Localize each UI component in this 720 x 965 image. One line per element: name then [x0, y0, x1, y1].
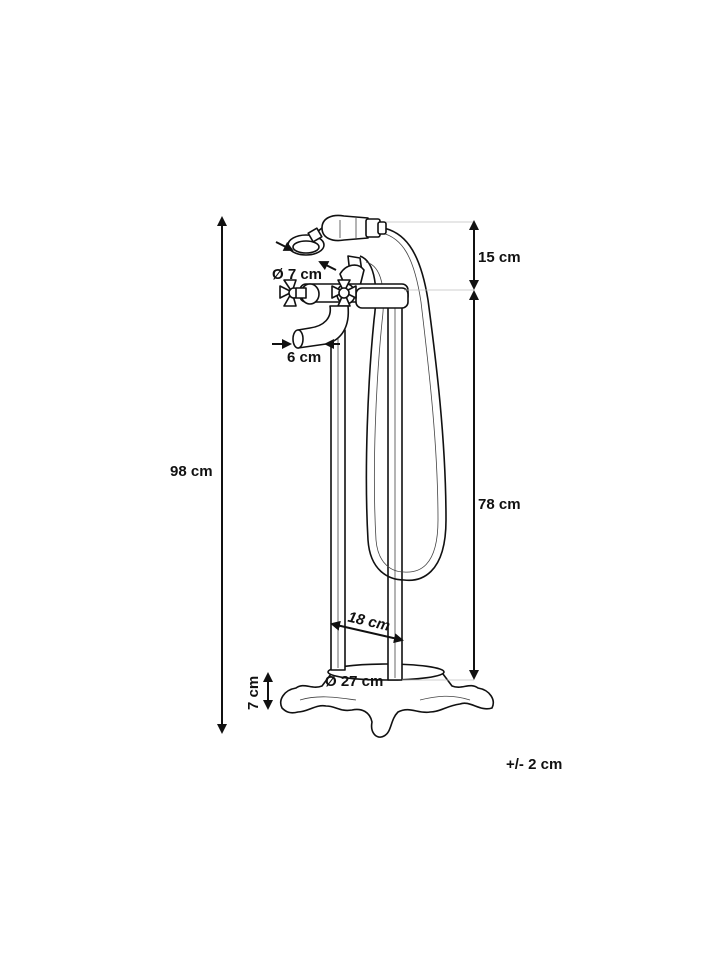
- label-base-height: 7 cm: [245, 676, 262, 710]
- label-total-height: 98 cm: [170, 463, 213, 480]
- label-shower-head-diameter: Ø 7 cm: [272, 266, 322, 283]
- label-base-diameter: Ø 27 cm: [325, 673, 383, 690]
- ornate-base: [280, 663, 494, 738]
- label-tolerance: +/- 2 cm: [506, 756, 562, 773]
- faucet-illustration: [279, 214, 494, 738]
- dimension-lines: [217, 216, 479, 734]
- shower-head-left-pointer: [275, 241, 294, 251]
- label-pillar-spacing: 18 cm: [346, 609, 391, 635]
- label-top-section: 15 cm: [478, 249, 521, 266]
- shower-head-right-pointer: [318, 261, 337, 271]
- label-spout-width: 6 cm: [287, 349, 321, 366]
- shower-hose: [359, 226, 447, 582]
- valve-body: [279, 279, 409, 309]
- dimension-labels: 98 cm 15 cm 78 cm Ø 7 cm 6 cm 18 cm Ø 27…: [170, 249, 562, 773]
- hand-shower: [287, 214, 387, 256]
- label-column-height: 78 cm: [478, 496, 521, 513]
- pillar-spacing-arrow: [330, 620, 404, 644]
